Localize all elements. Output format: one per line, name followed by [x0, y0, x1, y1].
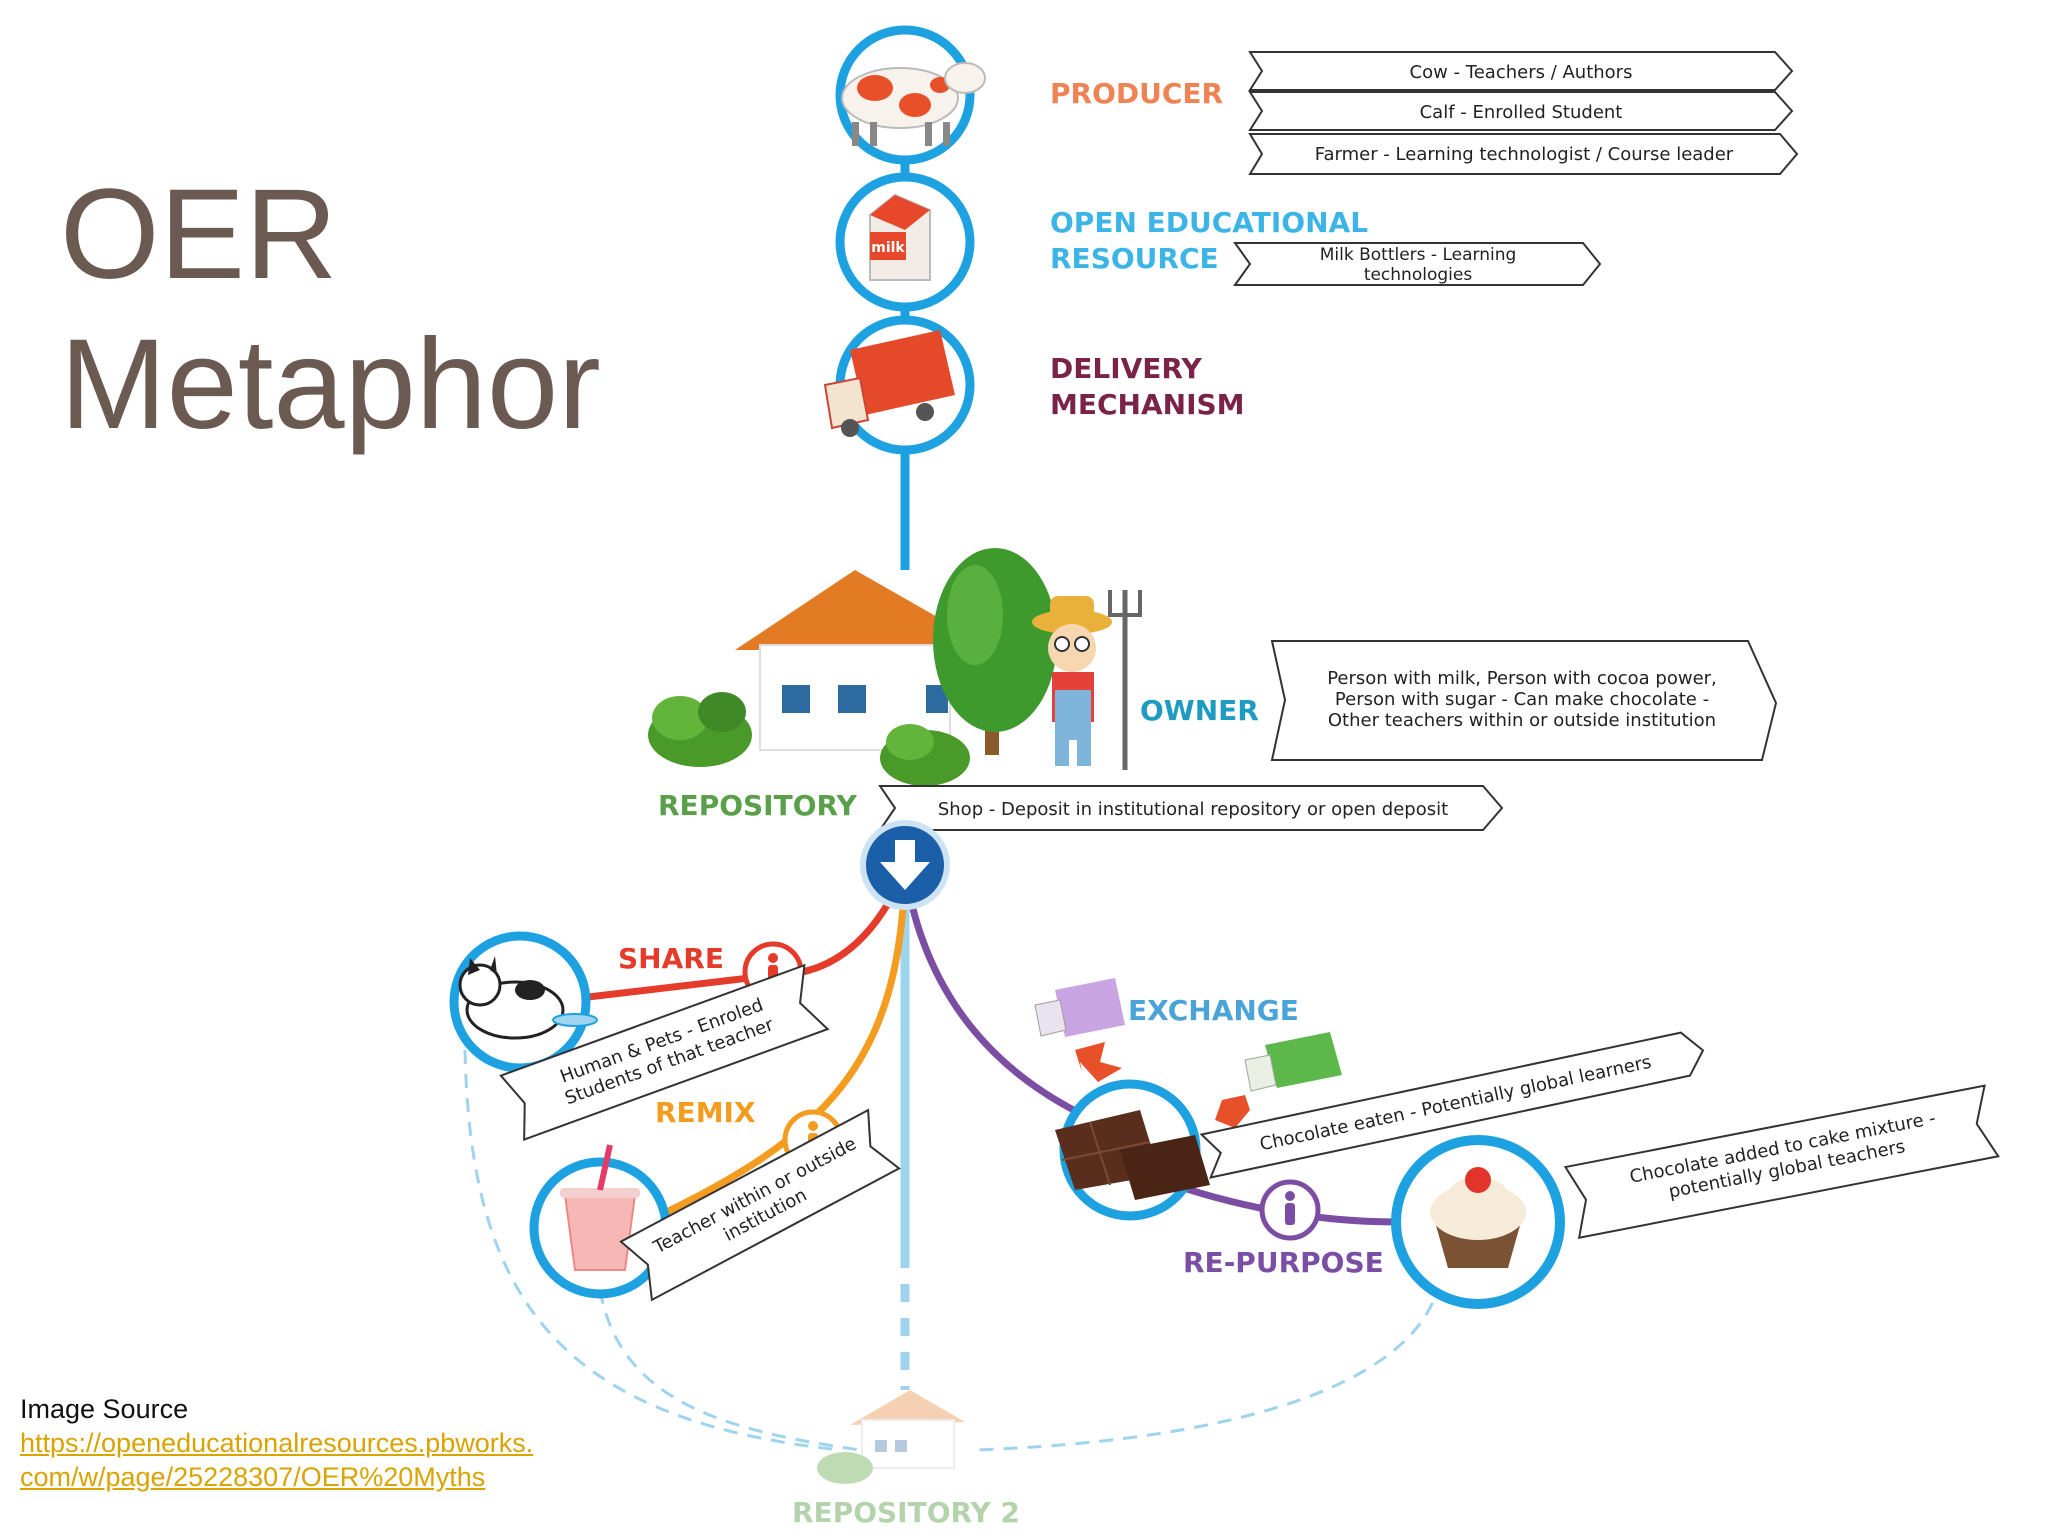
producer-label: PRODUCER: [1050, 77, 1223, 110]
cow-icon: [841, 62, 986, 146]
download-arrow-icon: [860, 820, 950, 910]
producer-item-2: Calf - Enrolled Student: [1248, 91, 1794, 131]
owner-label: OWNER: [1140, 694, 1259, 727]
title-line-1: OER: [60, 163, 338, 306]
producer-item-3: Farmer - Learning technologist / Course …: [1248, 133, 1799, 175]
share-label: SHARE: [618, 942, 724, 975]
title-line-2: Metaphor: [60, 313, 601, 456]
milk-carton-icon: milk: [869, 193, 931, 281]
repurpose-label: RE-PURPOSE: [1183, 1246, 1384, 1279]
green-truck-icon: [1215, 1032, 1342, 1128]
producer-item-1: Cow - Teachers / Authors: [1248, 51, 1794, 91]
dashed-share-to-repo2: [463, 1049, 841, 1452]
farmer-icon: [1032, 590, 1142, 770]
purple-truck-icon: [1034, 978, 1125, 1082]
owner-desc: Person with milk, Person with cocoa powe…: [1270, 640, 1778, 761]
svg-text:Cow - Teachers / Authors: Cow - Teachers / Authors: [1410, 62, 1633, 83]
image-source-link[interactable]: https://openeducationalresources.pbworks…: [20, 1428, 534, 1492]
house-icon: [735, 570, 960, 751]
oer-label-line-2: RESOURCE: [1050, 242, 1219, 275]
svg-text:milk: milk: [871, 240, 905, 256]
exchange-path: [901, 869, 1107, 1129]
oer-label-line-1: OPEN EDUCATIONAL: [1050, 206, 1368, 239]
delivery-node: [823, 315, 975, 455]
repurpose-desc: Chocolate added to cake mixture - potent…: [1563, 1084, 2000, 1240]
delivery-label-line-2: MECHANISM: [1050, 388, 1245, 421]
svg-text:technologies: technologies: [1364, 265, 1473, 285]
svg-text:Shop - Deposit in institutiona: Shop - Deposit in institutional reposito…: [938, 799, 1448, 820]
producer-node: [835, 25, 986, 165]
repository-label: REPOSITORY: [658, 789, 858, 822]
smoothie-icon: [560, 1144, 640, 1271]
svg-text:Other teachers within or outsi: Other teachers within or outside institu…: [1328, 710, 1716, 731]
tree-icon: [933, 548, 1057, 755]
svg-text:Milk Bottlers - Learning: Milk Bottlers - Learning: [1320, 245, 1517, 265]
delivery-label-line-1: DELIVERY: [1050, 352, 1202, 385]
repository2-house-icon: [817, 1390, 965, 1484]
exchange-label: EXCHANGE: [1128, 994, 1299, 1027]
repurpose-node: [1391, 1135, 1565, 1309]
dashed-remix-to-repo2: [598, 1289, 861, 1452]
oer-item: Milk Bottlers - Learning technologies: [1233, 242, 1602, 286]
exchange-node: [1055, 1079, 1210, 1221]
dashed-repurpose-to-repo2: [974, 1279, 1442, 1452]
image-source: Image Source https://openeducationalreso…: [20, 1392, 540, 1494]
remix-path: [599, 869, 909, 1232]
delivery-truck-icon: [823, 330, 955, 437]
chocolate-icon: [1055, 1110, 1210, 1200]
cupcake-icon: [1430, 1167, 1526, 1268]
cat-icon: [458, 956, 598, 1040]
image-source-label: Image Source: [20, 1394, 189, 1424]
slide-title: OER Metaphor: [60, 160, 601, 460]
remix-node: [529, 1144, 671, 1299]
svg-text:Person with sugar - Can make c: Person with sugar - Can make chocolate -: [1335, 689, 1709, 710]
repository2-label: REPOSITORY 2: [792, 1496, 1020, 1529]
bush-icon: [648, 692, 970, 786]
repository-desc: Shop - Deposit in institutional reposito…: [878, 785, 1504, 831]
svg-text:Farmer - Learning technologist: Farmer - Learning technologist / Course …: [1315, 144, 1734, 165]
svg-text:Calf - Enrolled Student: Calf - Enrolled Student: [1420, 102, 1623, 123]
remix-label: REMIX: [655, 1096, 756, 1129]
repurpose-person-icon: [1259, 1179, 1321, 1241]
oer-node: milk: [835, 172, 975, 312]
svg-text:Person with milk, Person with: Person with milk, Person with cocoa powe…: [1327, 668, 1717, 689]
